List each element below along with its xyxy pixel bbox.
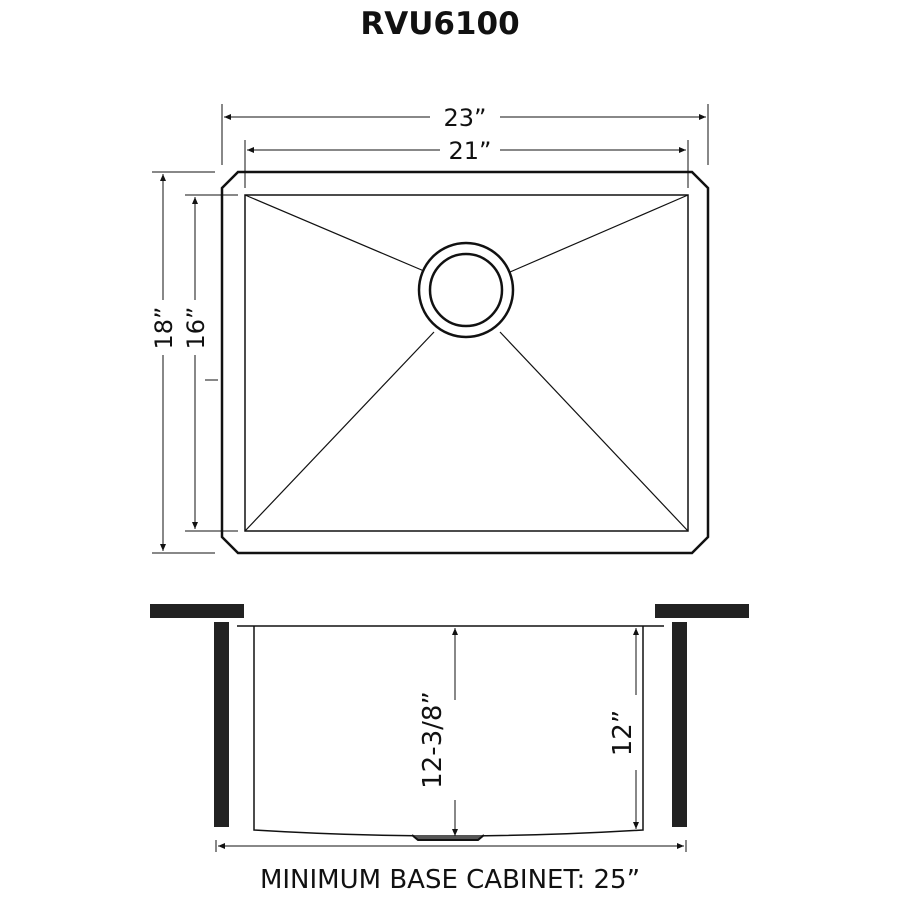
outer-width-label: 23” — [444, 104, 487, 132]
sink-outer-rim — [220, 170, 710, 555]
drain-profile — [411, 834, 485, 841]
sink-inner-bowl — [244, 194, 689, 532]
cabinet-wall-right — [672, 622, 687, 827]
bowl-slope-line — [244, 194, 425, 272]
bowl-slope-line — [509, 194, 689, 273]
side-view — [150, 604, 749, 852]
bowl-slope-line — [499, 331, 689, 532]
sink-bowl-profile — [253, 626, 644, 837]
total-depth-label: 12-3/8” — [418, 691, 448, 789]
top-view — [152, 104, 710, 555]
drain-outer — [417, 241, 515, 339]
inner-depth-label: 16” — [182, 307, 210, 350]
bowl-depth-label: 12” — [608, 710, 638, 757]
outer-depth-label: 18” — [150, 307, 178, 350]
countertop-right — [655, 604, 749, 618]
min-cabinet-caption: MINIMUM BASE CABINET: 25” — [260, 865, 640, 895]
model-title: RVU6100 — [360, 6, 519, 42]
countertop-left — [150, 604, 244, 618]
inner-width-label: 21” — [449, 137, 492, 165]
cabinet-wall-left — [214, 622, 229, 827]
bowl-slope-line — [244, 331, 435, 532]
drain-inner — [428, 252, 504, 328]
